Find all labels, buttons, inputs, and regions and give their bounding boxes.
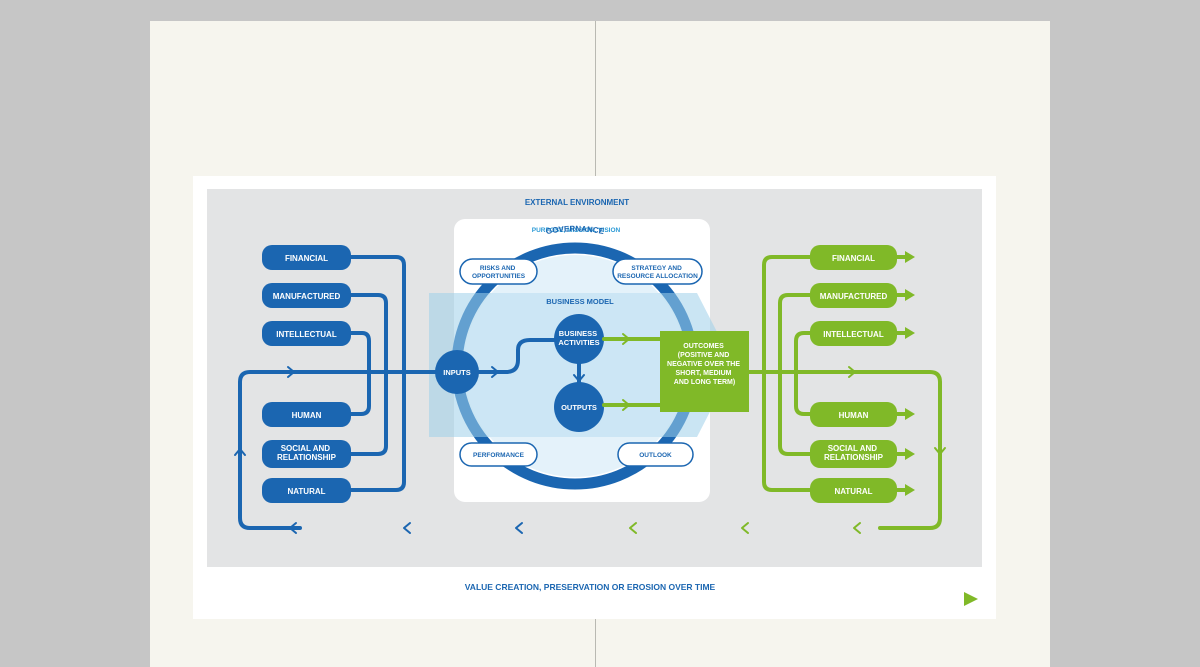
outlook-pill: [617, 442, 694, 467]
inputs-node: [435, 350, 479, 394]
right-manufactured-pill: [810, 283, 897, 308]
outlook-label: OUTLOOK: [639, 452, 672, 459]
right-natural-pill: [810, 478, 897, 503]
right-intellectual-label: INTELLECTUAL: [823, 330, 884, 339]
performance-label: PERFORMANCE: [473, 452, 525, 459]
outcomes-box: [660, 331, 749, 412]
governance-label: GOVERNANCE: [545, 224, 605, 236]
performance-pill: [459, 442, 538, 467]
risks-opportunities-pill: [459, 258, 538, 285]
right-chevrons: [622, 333, 946, 455]
inputs-label: INPUTS: [443, 368, 471, 377]
external-environment-title: EXTERNAL ENVIRONMENT: [525, 198, 629, 207]
left-natural-pill: [262, 478, 351, 503]
right-financial-label: FINANCIAL: [832, 254, 875, 263]
left-natural-label: NATURAL: [287, 487, 325, 496]
left-intellectual-pill: [262, 321, 351, 346]
right-social-relationship-label: SOCIAL AND RELATIONSHIP: [824, 444, 884, 462]
right-human-label: HUMAN: [839, 411, 869, 420]
left-financial-label: FINANCIAL: [285, 254, 328, 263]
outcomes-label: OUTCOMES (POSITIVE AND NEGATIVE OVER THE…: [667, 343, 742, 386]
left-manufactured-pill: [262, 283, 351, 308]
left-financial-pill: [262, 245, 351, 270]
left-human-pill: [262, 402, 351, 427]
right-manufactured-label: MANUFACTURED: [820, 292, 888, 301]
left-intellectual-label: INTELLECTUAL: [276, 330, 337, 339]
right-human-pill: [810, 402, 897, 427]
right-intellectual-pill: [810, 321, 897, 346]
left-human-label: HUMAN: [292, 411, 322, 420]
timeline-arrowhead: [964, 592, 978, 606]
timeline-label: VALUE CREATION, PRESERVATION OR EROSION …: [465, 582, 716, 592]
business-model-label: BUSINESS MODEL: [546, 297, 614, 306]
right-arrowheads: [905, 251, 915, 496]
left-social-relationship-label: SOCIAL AND RELATIONSHIP: [277, 444, 337, 462]
right-financial-pill: [810, 245, 897, 270]
business-activities-label: BUSINESS ACTIVITIES: [558, 329, 599, 347]
left-social-relationship-pill: [262, 440, 351, 468]
left-arrowheads: [234, 366, 585, 456]
risks-opportunities-label: RISKS AND OPPORTUNITIES: [472, 265, 526, 280]
right-natural-label: NATURAL: [834, 487, 872, 496]
outputs-label: OUTPUTS: [561, 403, 597, 412]
strategy-resource-label: STRATEGY AND RESOURCE ALLOCATION: [617, 265, 698, 280]
business-model-core: [464, 255, 686, 477]
business-activities-node: [554, 314, 604, 364]
purpose-mission-vision-label: PURPOSE, MISSION, VISION: [532, 227, 621, 234]
left-capital-pills: FINANCIAL MANUFACTURED INTELLECTUAL HUMA…: [262, 245, 351, 503]
outputs-node: [554, 382, 604, 432]
right-social-relationship-pill: [810, 440, 897, 468]
left-manufactured-label: MANUFACTURED: [273, 292, 341, 301]
right-capital-pills: FINANCIAL MANUFACTURED INTELLECTUAL HUMA…: [810, 245, 897, 503]
strategy-resource-pill: [612, 258, 703, 285]
feedback-loop-chevrons: [289, 522, 861, 534]
